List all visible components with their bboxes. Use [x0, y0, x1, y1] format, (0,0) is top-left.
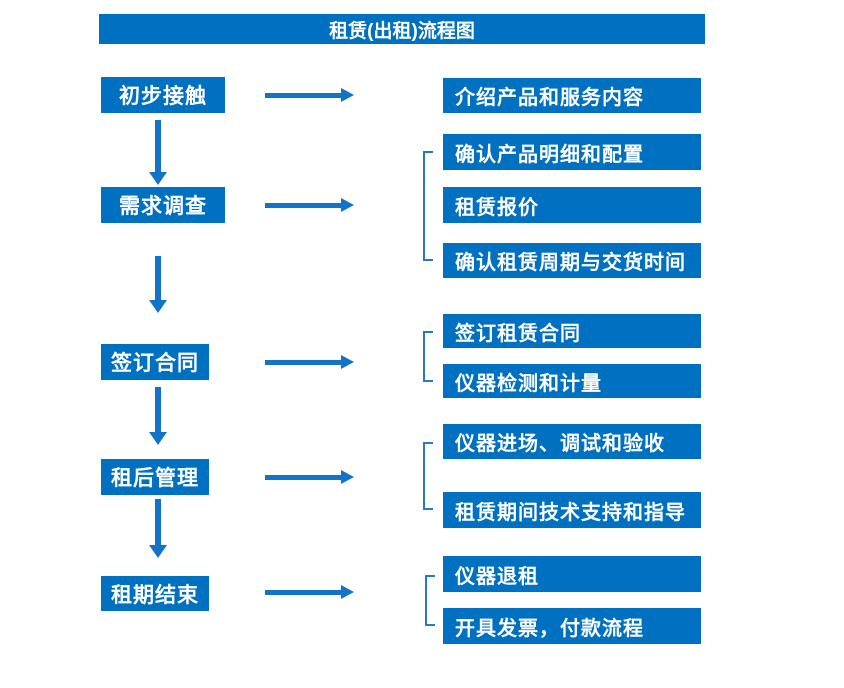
arrow-right-icon — [265, 93, 341, 98]
detail-label: 仪器退租 — [455, 565, 539, 588]
detail-label: 仪器检测和计量 — [455, 372, 602, 395]
step-box-sign-contract: 签订合同 — [101, 344, 209, 380]
arrow-right-icon — [265, 360, 341, 365]
detail-label: 租赁报价 — [455, 196, 539, 219]
detail-box: 确认租赁周期与交货时间 — [443, 243, 701, 278]
detail-label: 确认产品明细和配置 — [455, 143, 644, 166]
arrow-right-icon — [265, 590, 341, 595]
arrow-right-icon — [341, 198, 354, 212]
detail-box: 介绍产品和服务内容 — [443, 78, 701, 113]
arrow-right-icon — [341, 355, 354, 369]
detail-label: 开具发票，付款流程 — [455, 617, 644, 640]
detail-box: 开具发票，付款流程 — [443, 608, 701, 644]
detail-box: 租赁报价 — [443, 187, 701, 223]
arrow-down-icon — [149, 172, 167, 185]
detail-box: 签订租赁合同 — [443, 314, 701, 348]
arrow-down-icon — [155, 120, 161, 172]
arrow-right-icon — [265, 203, 341, 208]
bracket-connector — [425, 575, 435, 626]
step-label: 签订合同 — [111, 352, 199, 375]
step-box-demand-survey: 需求调查 — [101, 187, 225, 223]
arrow-right-icon — [341, 585, 354, 599]
arrow-right-icon — [341, 470, 354, 484]
step-label: 租后管理 — [111, 467, 199, 490]
arrow-down-icon — [155, 387, 161, 432]
step-box-rental-end: 租期结束 — [101, 576, 209, 611]
page-title: 租赁(出租)流程图 — [329, 20, 475, 42]
detail-box: 租赁期间技术支持和指导 — [443, 492, 701, 528]
detail-box: 确认产品明细和配置 — [443, 134, 701, 170]
bracket-connector — [423, 331, 433, 382]
step-label: 租期结束 — [111, 583, 199, 607]
detail-label: 介绍产品和服务内容 — [455, 87, 644, 109]
detail-box: 仪器进场、调试和验收 — [443, 424, 701, 459]
arrow-down-icon — [155, 499, 161, 545]
step-box-post-rental-management: 租后管理 — [101, 459, 209, 495]
arrow-right-icon — [265, 475, 341, 480]
detail-label: 签订租赁合同 — [455, 322, 581, 345]
bracket-connector — [423, 151, 433, 261]
detail-label: 确认租赁周期与交货时间 — [455, 252, 686, 274]
arrow-right-icon — [341, 88, 354, 102]
detail-label: 仪器进场、调试和验收 — [455, 433, 665, 455]
title-bar: 租赁(出租)流程图 — [99, 14, 705, 44]
step-label: 需求调查 — [119, 195, 207, 218]
bracket-connector — [423, 442, 433, 510]
arrow-down-icon — [155, 256, 161, 300]
arrow-down-icon — [149, 432, 167, 445]
arrow-down-icon — [149, 545, 167, 558]
step-box-initial-contact: 初步接触 — [101, 77, 225, 113]
detail-label: 租赁期间技术支持和指导 — [455, 501, 686, 524]
step-label: 初步接触 — [119, 85, 207, 108]
detail-box: 仪器检测和计量 — [443, 364, 701, 398]
arrow-down-icon — [149, 300, 167, 313]
detail-box: 仪器退租 — [443, 556, 701, 592]
